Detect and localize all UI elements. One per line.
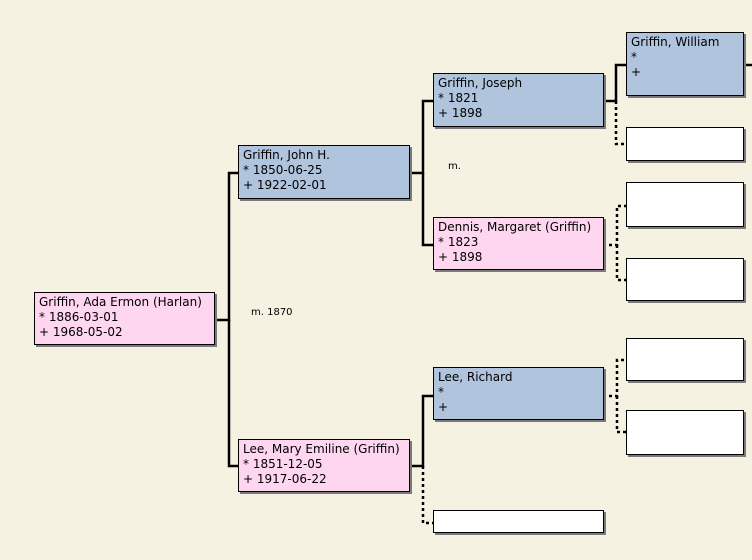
person-birth: * 1821: [438, 91, 479, 105]
person-box-lee-richard[interactable]: Lee, Richard * +: [433, 367, 604, 420]
person-death: + 1917-06-22: [243, 472, 327, 486]
person-name: Griffin, Ada Ermon (Harlan): [39, 295, 202, 309]
empty-person-slot[interactable]: [626, 410, 744, 455]
person-death: +: [631, 65, 642, 79]
person-box-dennis-margaret[interactable]: Dennis, Margaret (Griffin) * 1823 + 1898: [433, 217, 604, 270]
person-death: + 1922-02-01: [243, 178, 327, 192]
empty-person-slot[interactable]: [626, 338, 744, 381]
person-name: Griffin, William: [631, 35, 720, 49]
person-birth: * 1851-12-05: [243, 457, 323, 471]
person-birth: * 1850-06-25: [243, 163, 323, 177]
person-death: +: [438, 400, 449, 414]
person-name: Griffin, Joseph: [438, 76, 523, 90]
person-name: Dennis, Margaret (Griffin): [438, 220, 592, 234]
person-box-griffin-john-h[interactable]: Griffin, John H. * 1850-06-25 + 1922-02-…: [238, 145, 410, 199]
person-name: Lee, Richard: [438, 370, 513, 384]
person-box-griffin-joseph[interactable]: Griffin, Joseph * 1821 + 1898: [433, 73, 604, 127]
person-birth: *: [631, 50, 637, 64]
person-death: + 1968-05-02: [39, 325, 123, 339]
marriage-label: m.: [448, 161, 461, 172]
empty-person-slot[interactable]: [626, 127, 744, 161]
person-birth: * 1886-03-01: [39, 310, 119, 324]
empty-person-slot[interactable]: [626, 182, 744, 227]
person-box-griffin-ada-ermon[interactable]: Griffin, Ada Ermon (Harlan) * 1886-03-01…: [34, 292, 215, 345]
person-box-griffin-william[interactable]: Griffin, William * +: [626, 32, 744, 96]
empty-person-slot[interactable]: [433, 510, 604, 533]
person-death: + 1898: [438, 106, 483, 120]
person-birth: *: [438, 385, 444, 399]
person-death: + 1898: [438, 250, 483, 264]
person-name: Griffin, John H.: [243, 148, 330, 162]
person-birth: * 1823: [438, 235, 479, 249]
marriage-label: m. 1870: [251, 307, 293, 318]
person-name: Lee, Mary Emiline (Griffin): [243, 442, 400, 456]
person-box-lee-mary-emiline[interactable]: Lee, Mary Emiline (Griffin) * 1851-12-05…: [238, 439, 410, 492]
empty-person-slot[interactable]: [626, 258, 744, 301]
